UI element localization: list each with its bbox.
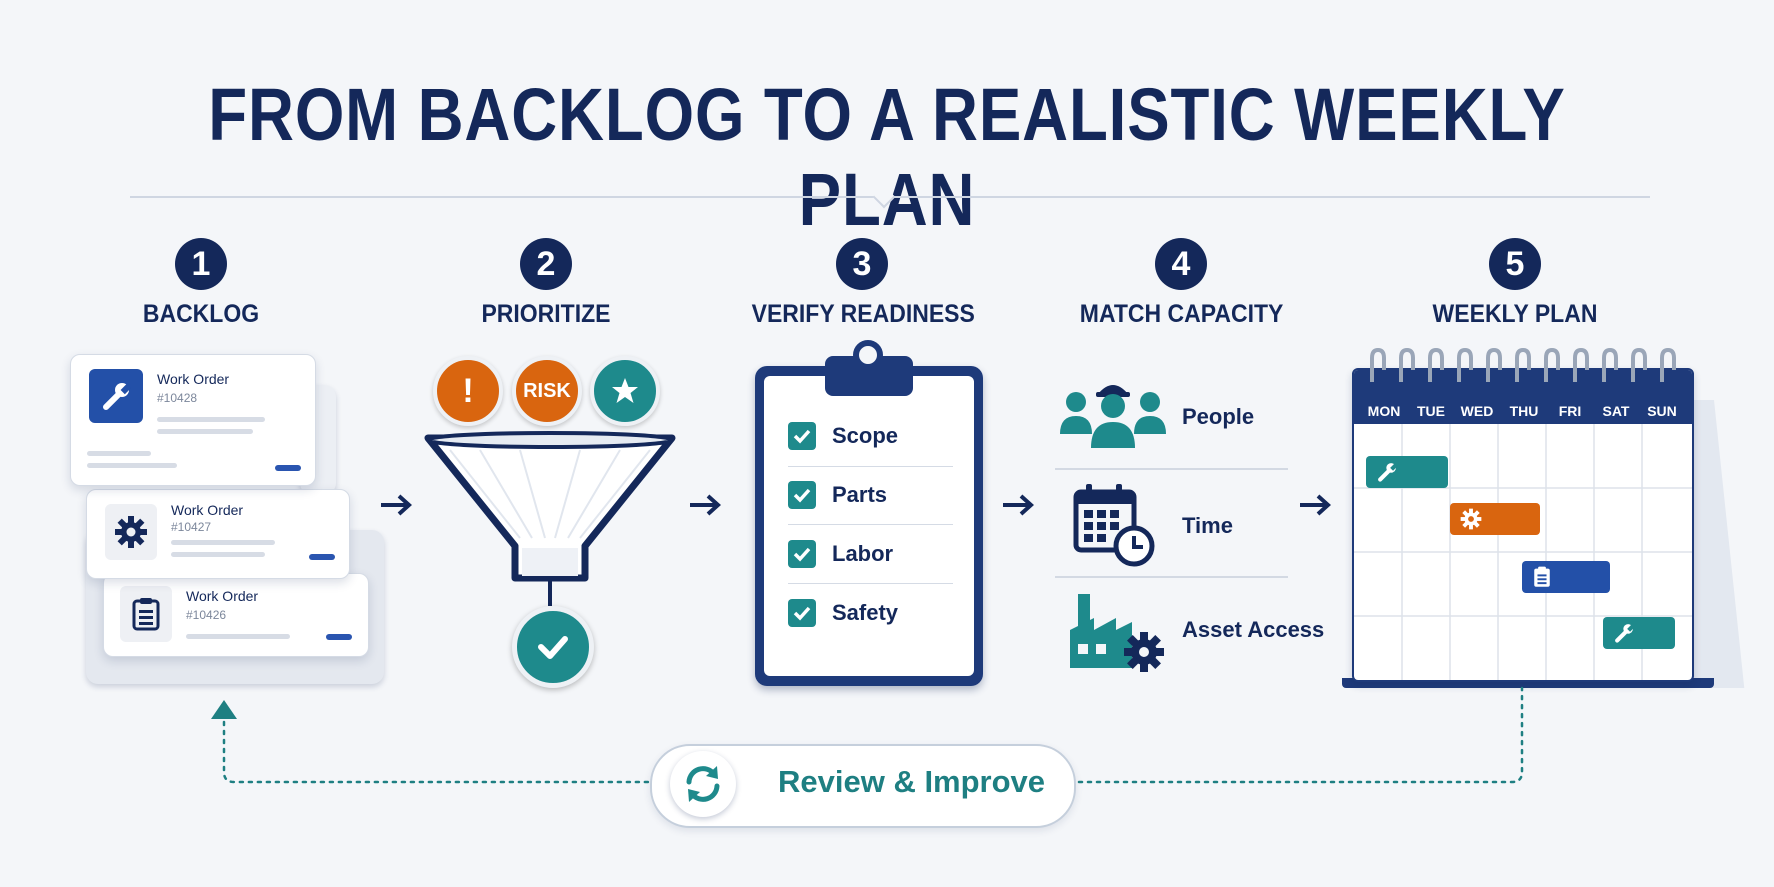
work-order-number: #10427 <box>171 520 212 534</box>
gear-icon <box>1460 508 1482 530</box>
work-order-number: #10428 <box>157 391 198 405</box>
day-label: SUN <box>1647 403 1677 419</box>
check-circle-icon <box>512 606 594 688</box>
status-pill <box>309 554 335 560</box>
work-order-card[interactable]: Work Order #10426 <box>103 573 369 657</box>
calendar-base <box>1342 678 1714 688</box>
funnel-icon <box>424 431 676 606</box>
work-order-number: #10426 <box>186 608 227 622</box>
step-2-label: PRIORITIZE <box>481 300 611 328</box>
day-label: WED <box>1460 403 1494 419</box>
readiness-item[interactable]: Safety <box>788 599 898 627</box>
status-pill <box>275 465 301 471</box>
wrench-icon <box>89 369 143 423</box>
placeholder-line <box>186 634 290 639</box>
capacity-time-label: Time <box>1182 513 1233 538</box>
calendar-grid <box>1354 424 1692 680</box>
checkbox-checked-icon <box>788 422 816 450</box>
step-1-number: 1 <box>175 238 227 290</box>
clipboard-ring <box>853 340 883 370</box>
readiness-label: Safety <box>832 600 899 625</box>
refresh-icon <box>670 751 736 817</box>
placeholder-line <box>157 417 265 422</box>
factory-gear-icon <box>1070 594 1164 672</box>
placeholder-line <box>171 540 275 545</box>
row-divider <box>788 583 953 584</box>
star-icon <box>590 356 660 426</box>
step-3-number: 3 <box>836 238 888 290</box>
placeholder-line <box>171 552 265 557</box>
work-order-card[interactable]: Work Order #10427 <box>86 489 350 579</box>
work-order-title: Work Order <box>157 371 230 387</box>
day-label: SAT <box>1602 403 1630 419</box>
calendar-clock-icon <box>1073 484 1155 567</box>
checkbox-checked-icon <box>788 599 816 627</box>
day-label: MON <box>1367 403 1401 419</box>
checkbox-checked-icon <box>788 481 816 509</box>
readiness-label: Labor <box>832 541 894 566</box>
task-bar[interactable] <box>1603 617 1675 649</box>
readiness-label: Scope <box>832 423 899 448</box>
step-1-label: BACKLOG <box>142 300 260 328</box>
work-order-card[interactable]: Work Order #10428 <box>70 354 316 486</box>
arrow-right-icon <box>1003 494 1034 516</box>
day-label: TUE <box>1417 403 1445 419</box>
capacity-divider <box>1055 468 1288 470</box>
step-3-label: VERIFY READINESS <box>751 300 975 328</box>
arrow-right-icon <box>381 494 412 516</box>
step-5-number: 5 <box>1489 238 1541 290</box>
capacity-asset-access-label: Asset Access <box>1182 617 1325 642</box>
people-icon <box>1060 385 1166 448</box>
placeholder-line <box>157 429 253 434</box>
step-2-number: 2 <box>520 238 572 290</box>
step-4-number: 4 <box>1155 238 1207 290</box>
checkbox-checked-icon <box>788 540 816 568</box>
readiness-label: Parts <box>832 482 888 507</box>
review-improve-label: Review & Improve <box>778 764 1046 799</box>
work-order-title: Work Order <box>171 502 244 518</box>
capacity-divider <box>1055 576 1288 578</box>
placeholder-line <box>87 451 151 456</box>
readiness-item[interactable]: Parts <box>788 481 887 509</box>
day-label: FRI <box>1558 403 1582 419</box>
risk-badge: RISK <box>512 356 582 426</box>
row-divider <box>788 466 953 467</box>
wrench-icon <box>1378 463 1398 482</box>
task-bar[interactable] <box>1522 561 1610 593</box>
wrench-icon <box>1615 624 1635 643</box>
placeholder-line <box>87 463 177 468</box>
calendar-header <box>1354 370 1692 424</box>
work-order-title: Work Order <box>186 588 259 604</box>
calendar-rings <box>1370 348 1676 382</box>
capacity-people-label: People <box>1182 404 1255 429</box>
arrow-right-icon <box>1300 494 1331 516</box>
exclamation-icon: ! <box>433 356 503 426</box>
step-4-label: MATCH CAPACITY <box>1079 300 1284 328</box>
status-pill <box>326 634 352 640</box>
arrow-right-icon <box>690 494 721 516</box>
task-bar[interactable] <box>1366 456 1448 488</box>
clipboard-icon <box>1534 566 1550 587</box>
readiness-item[interactable]: Labor <box>788 540 893 568</box>
readiness-item[interactable]: Scope <box>788 422 898 450</box>
gear-icon <box>105 504 157 560</box>
step-5-label: WEEKLY PLAN <box>1432 300 1598 328</box>
clipboard-icon <box>120 586 172 642</box>
row-divider <box>788 524 953 525</box>
task-bar[interactable] <box>1450 503 1540 535</box>
day-label: THU <box>1509 403 1539 419</box>
